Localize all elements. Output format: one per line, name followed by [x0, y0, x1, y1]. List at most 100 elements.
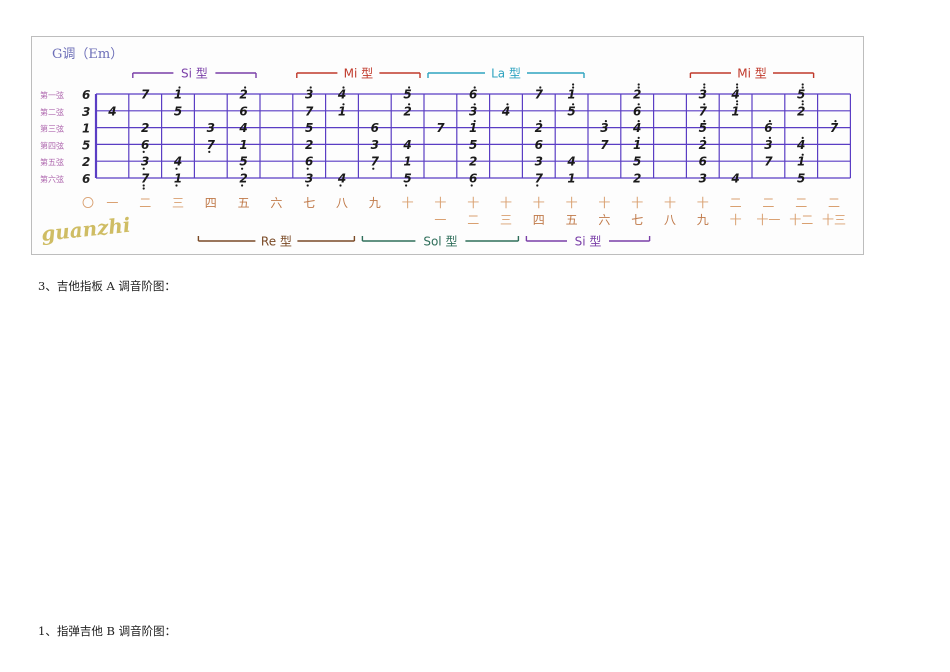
octave-dot-high [178, 86, 181, 89]
octave-dot-high [834, 120, 837, 123]
octave-dot-high [637, 83, 640, 86]
scale-note: 6 [141, 138, 149, 152]
fret-number: 四 [533, 213, 545, 227]
scale-note: 4 [107, 104, 116, 118]
scale-note: 1 [239, 138, 247, 152]
caption-a-major-scale: 3、吉他指板 A 调音阶图： [38, 279, 176, 293]
scale-note: 3 [305, 172, 313, 186]
scale-note: 4 [238, 121, 247, 135]
octave-dot-high [801, 83, 804, 86]
octave-dot-low [536, 184, 539, 187]
fret-number: 三 [172, 196, 184, 210]
octave-dot-high [801, 153, 804, 156]
scale-note: 1 [567, 88, 575, 102]
octave-dot-low [241, 184, 244, 187]
scale-note: 6 [699, 155, 707, 169]
open-string-note: 3 [82, 105, 90, 119]
octave-dot-high [473, 86, 476, 89]
octave-dot-high [801, 136, 804, 139]
scale-note: 4 [730, 172, 739, 186]
scale-note: 3 [371, 138, 379, 152]
scale-note: 3 [535, 155, 543, 169]
open-string-note: 5 [82, 138, 90, 152]
fret-number: 十 [402, 196, 414, 210]
octave-dot-high [703, 86, 706, 89]
scale-note: 2 [797, 104, 805, 118]
octave-dot-low [175, 184, 178, 187]
octave-dot-high [703, 136, 706, 139]
scale-note: 7 [764, 155, 773, 169]
position-label-bg [415, 234, 466, 248]
scale-note: 3 [207, 121, 215, 135]
fret-number: 十 [566, 196, 578, 210]
octave-dot-high [408, 86, 411, 89]
position-label: Sol 型 [423, 235, 457, 249]
fret-number: 十 [730, 213, 742, 227]
octave-dot-high [637, 136, 640, 139]
position-label: Si 型 [575, 235, 602, 249]
scale-note: 5 [797, 172, 805, 186]
octave-dot-high [408, 103, 411, 106]
octave-dot-low [306, 167, 309, 170]
scale-note: 7 [699, 104, 708, 118]
fret-number: 十 [500, 196, 512, 210]
fret-number: 九 [369, 196, 381, 210]
scale-note: 7 [436, 121, 445, 135]
octave-dot-high [473, 103, 476, 106]
fret-number: 一 [434, 213, 446, 227]
position-label: Si 型 [181, 67, 208, 81]
fret-number: 二 [828, 196, 840, 210]
scale-note: 1 [469, 121, 477, 135]
scale-note: 5 [239, 155, 247, 169]
octave-dot-high [736, 83, 739, 86]
scale-note: 4 [337, 172, 346, 186]
scale-note: 6 [469, 172, 477, 186]
fret-number: 十 [598, 196, 610, 210]
fret-number: 七 [631, 213, 643, 227]
fret-number: 二 [139, 196, 151, 210]
string-name: 第二弦 [40, 107, 64, 117]
scale-note: 1 [174, 172, 182, 186]
octave-dot-high [637, 86, 640, 89]
scale-note: 2 [239, 172, 247, 186]
octave-dot-high [768, 136, 772, 139]
scale-note: 7 [600, 138, 609, 152]
scale-note: 1 [731, 104, 739, 118]
octave-dot-low [470, 184, 473, 187]
key-title: G调（Em） [52, 47, 123, 62]
fret-number: 二 [467, 213, 479, 227]
open-string-note: 6 [82, 88, 90, 102]
octave-dot-high [572, 86, 575, 89]
position-label-bg [567, 234, 609, 248]
fret-number: 十二 [789, 213, 813, 227]
scale-note: 5 [469, 138, 477, 152]
octave-dot-high [637, 120, 640, 123]
scale-note: 6 [633, 104, 641, 118]
scale-note: 2 [469, 155, 477, 169]
string-name: 第一弦 [40, 90, 64, 100]
open-string-note: 6 [82, 172, 90, 186]
scale-note: 5 [567, 104, 575, 118]
octave-dot-high [604, 120, 608, 123]
scale-note: 4 [730, 88, 739, 102]
octave-dot-high [244, 86, 247, 89]
scale-note: 5 [403, 88, 411, 102]
octave-dot-high [703, 103, 706, 106]
scale-note: 7 [207, 138, 216, 152]
octave-dot-low [142, 184, 145, 187]
octave-dot-high [736, 100, 739, 103]
position-label-bg [337, 66, 380, 80]
fret-number: 九 [697, 213, 709, 227]
octave-dot-high [637, 103, 640, 106]
string-name: 第五弦 [40, 157, 64, 167]
octave-dot-high [736, 86, 739, 89]
scale-note: 4 [632, 121, 641, 135]
scale-note: 6 [469, 88, 477, 102]
fret-number: 五 [566, 213, 578, 227]
scale-note: 3 [764, 138, 772, 152]
scale-note: 4 [337, 88, 346, 102]
position-label-bg [731, 66, 773, 80]
scale-note: 2 [403, 104, 411, 118]
